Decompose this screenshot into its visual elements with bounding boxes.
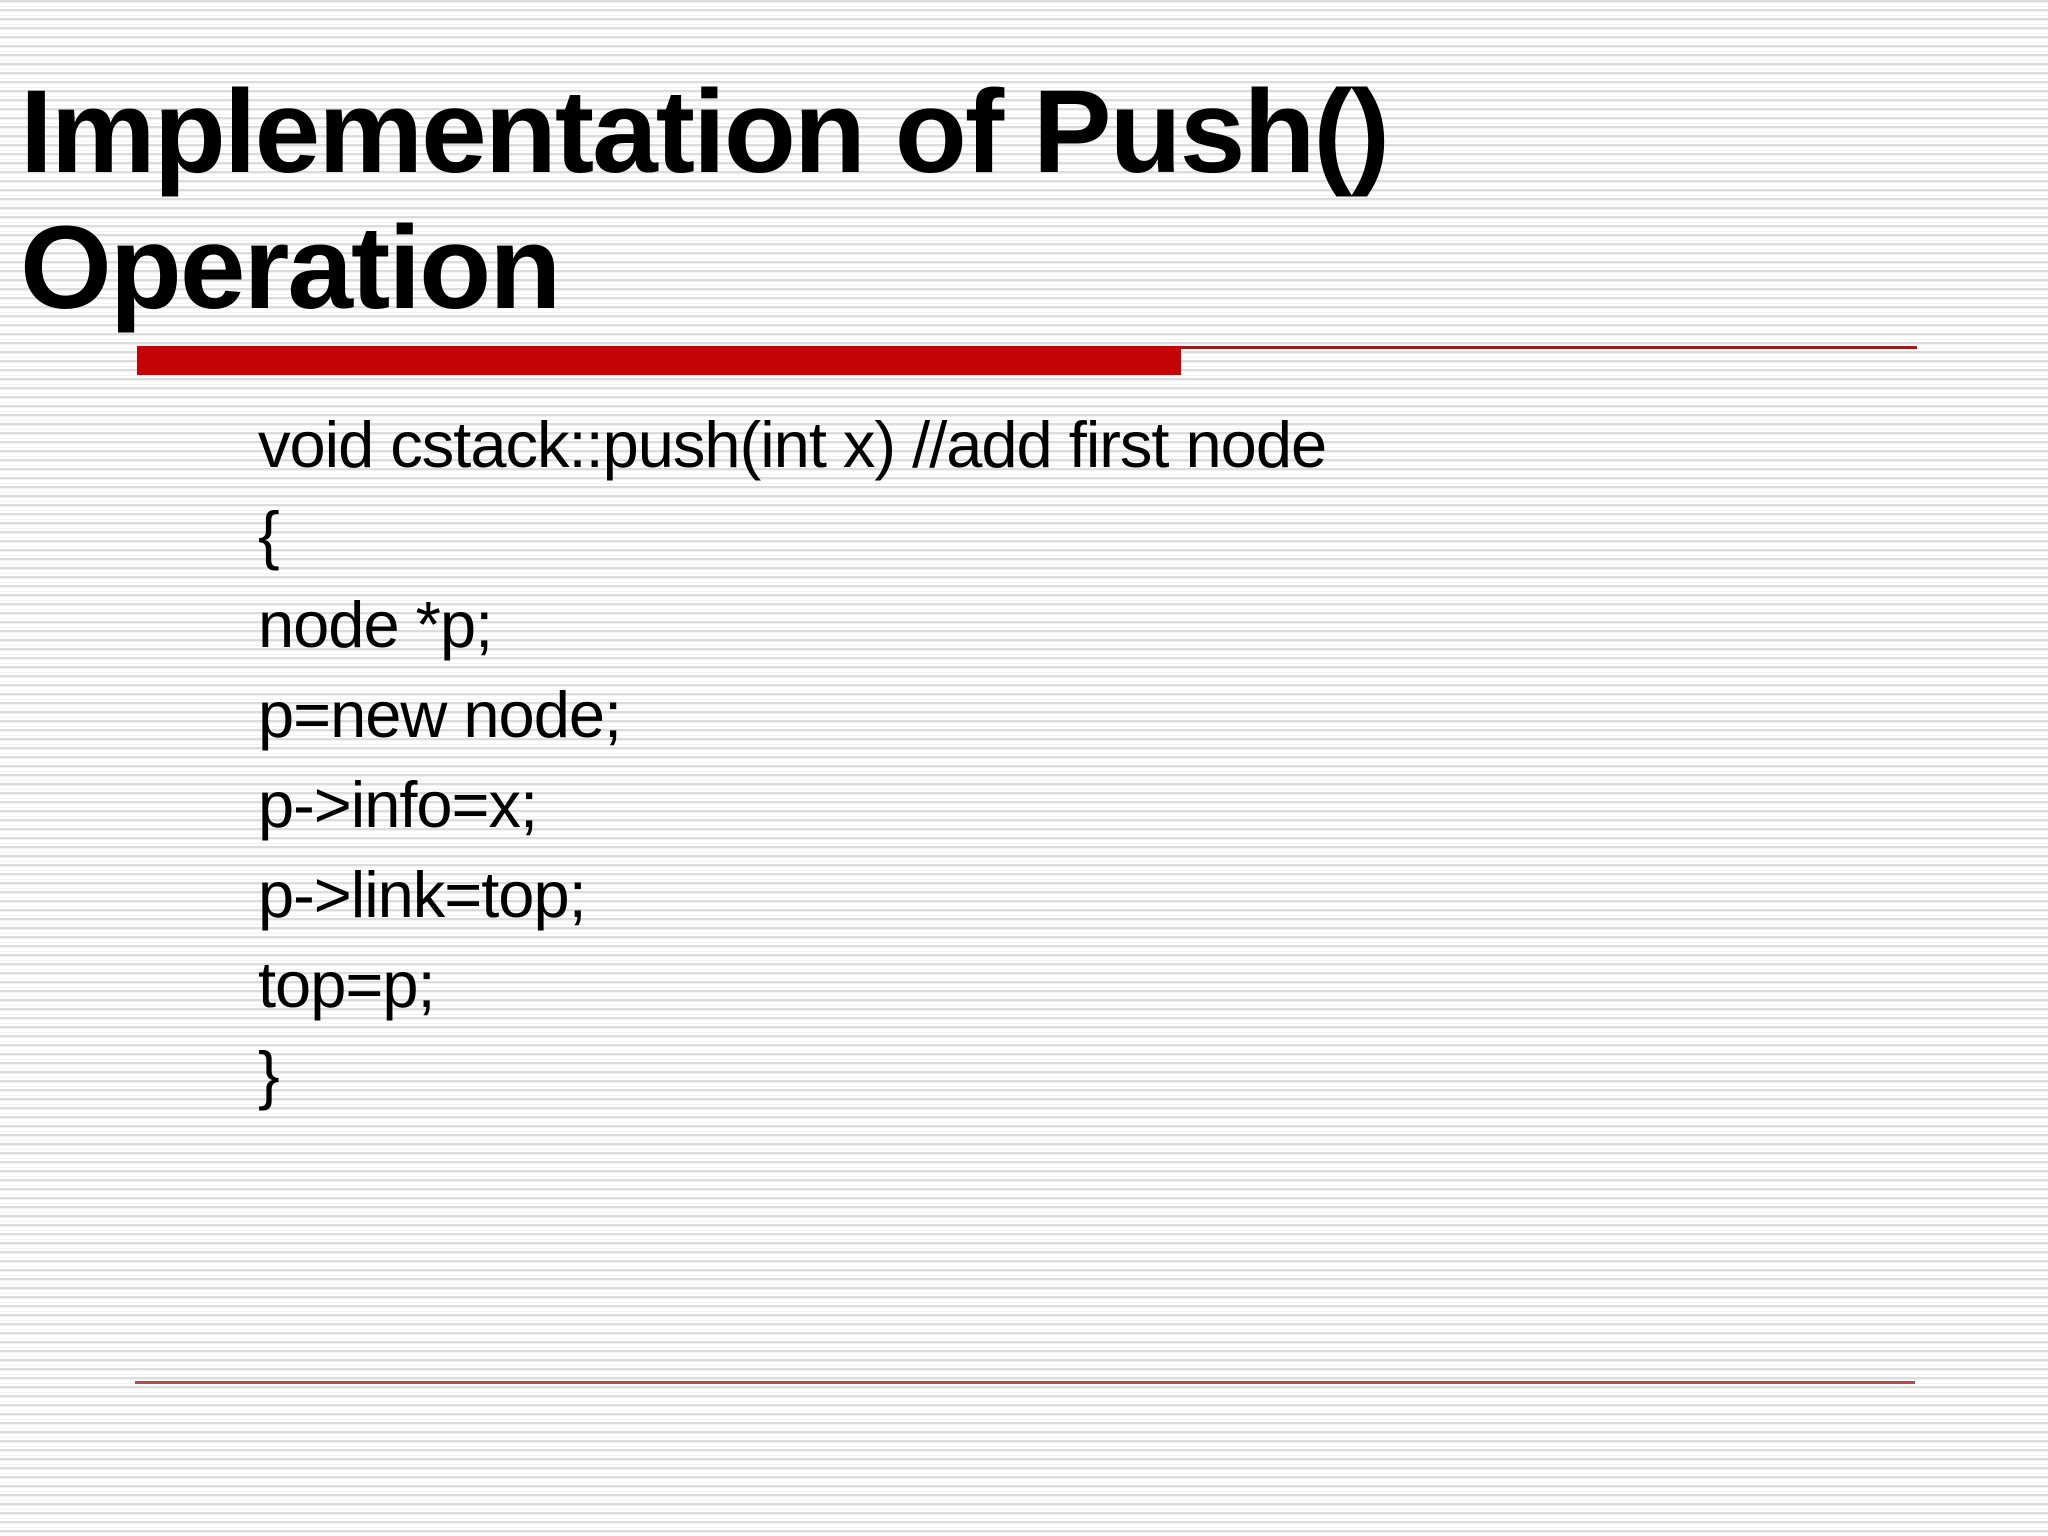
code-line: void cstack::push(int x) //add first nod…	[258, 408, 1327, 481]
title-underline-bar	[137, 346, 1181, 375]
slide-title: Implementation of Push() Operation	[20, 64, 1780, 336]
code-line: top=p;	[258, 948, 436, 1021]
footer-line	[135, 1381, 1915, 1384]
slide-title-line-1: Implementation of Push()	[20, 66, 1390, 198]
code-line: p->info=x;	[258, 768, 538, 841]
code-line: }	[258, 1038, 280, 1111]
slide-title-line-2: Operation	[20, 202, 561, 334]
code-line: node *p;	[258, 588, 493, 661]
code-line: {	[258, 498, 280, 571]
code-block: void cstack::push(int x) //add first nod…	[258, 400, 1327, 1120]
code-line: p->link=top;	[258, 858, 587, 931]
code-line: p=new node;	[258, 678, 622, 751]
